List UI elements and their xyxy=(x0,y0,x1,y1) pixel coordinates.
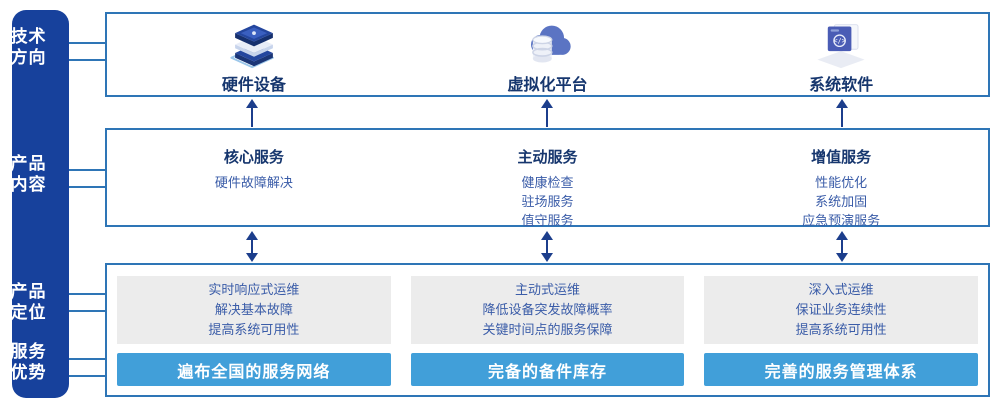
positioning-line: 深入式运维 xyxy=(808,282,874,297)
service-col-value-added: 增值服务 性能优化 系统加固 应急预演服务 xyxy=(694,130,988,228)
connector-line xyxy=(69,169,106,171)
service-advantage-bar: 完善的服务管理体系 xyxy=(704,353,979,386)
service-col-proactive: 主动服务 健康检查 驻场服务 值守服务 xyxy=(401,130,695,228)
positioning-description-box: 主动式运维 降低设备突发故障概率 关键时间点的服务保障 xyxy=(410,276,685,344)
service-item: 系统加固 xyxy=(815,194,868,209)
service-item: 值守服务 xyxy=(521,213,574,228)
tech-item-virtualization: 虚拟化平台 xyxy=(401,14,695,95)
positioning-line: 提高系统可用性 xyxy=(795,322,887,337)
tech-item-system-software: </> 系统软件 xyxy=(694,14,988,95)
connector-line xyxy=(69,59,106,61)
service-item: 性能优化 xyxy=(815,175,868,190)
software-window-icon: </> xyxy=(817,24,865,69)
service-item: 硬件故障解决 xyxy=(214,175,293,190)
positioning-line: 降低设备突发故障概率 xyxy=(482,302,613,317)
positioning-description-box: 深入式运维 保证业务连续性 提高系统可用性 xyxy=(704,276,979,344)
service-col-core: 核心服务 硬件故障解决 xyxy=(107,130,401,225)
connector-line xyxy=(69,42,106,44)
connector-line xyxy=(69,375,106,377)
service-item: 健康检查 xyxy=(521,175,574,190)
rail-label-product-positioning: 产品 定位 xyxy=(10,282,47,322)
service-advantage-bar: 遍布全国的服务网络 xyxy=(117,353,391,386)
positioning-line: 提高系统可用性 xyxy=(208,322,300,337)
tech-item-hardware: 硬件设备 xyxy=(107,14,401,95)
tech-item-label: 系统软件 xyxy=(809,77,874,94)
connector-line xyxy=(69,293,106,295)
svg-text:</>: </> xyxy=(834,37,846,45)
positioning-line: 解决基本故障 xyxy=(214,302,293,317)
service-item: 应急预演服务 xyxy=(802,213,881,228)
positioning-line: 主动式运维 xyxy=(515,282,581,297)
service-title: 增值服务 xyxy=(811,149,872,166)
positioning-line: 保证业务连续性 xyxy=(795,302,887,317)
service-title: 核心服务 xyxy=(223,149,284,166)
service-title: 主动服务 xyxy=(517,149,578,166)
service-item: 驻场服务 xyxy=(521,194,574,209)
rail-label-product-content: 产品 内容 xyxy=(10,154,47,194)
tech-item-label: 硬件设备 xyxy=(221,77,286,94)
positioning-line: 实时响应式运维 xyxy=(208,282,300,297)
connector-line xyxy=(69,358,106,360)
rail-label-tech-direction: 技术 方向 xyxy=(10,27,47,67)
up-arrow xyxy=(836,99,848,127)
positioning-col-indepth: 深入式运维 保证业务连续性 提高系统可用性 完善的服务管理体系 xyxy=(694,265,988,395)
product-content-panel: 核心服务 硬件故障解决 主动服务 健康检查 驻场服务 值守服务 增值服务 性能优… xyxy=(105,128,990,228)
double-arrow xyxy=(836,231,848,262)
tech-item-label: 虚拟化平台 xyxy=(507,77,588,94)
cloud-database-icon xyxy=(530,25,571,63)
positioning-col-realtime: 实时响应式运维 解决基本故障 提高系统可用性 遍布全国的服务网络 xyxy=(107,265,401,395)
positioning-col-proactive: 主动式运维 降低设备突发故障概率 关键时间点的服务保障 完备的备件库存 xyxy=(401,265,695,395)
up-arrow xyxy=(246,99,258,127)
rail-label-service-advantage: 服务 优势 xyxy=(10,342,47,382)
connector-line xyxy=(69,310,106,312)
product-positioning-panel: 实时响应式运维 解决基本故障 提高系统可用性 遍布全国的服务网络 主动式运维 降… xyxy=(105,263,990,397)
positioning-description-box: 实时响应式运维 解决基本故障 提高系统可用性 xyxy=(117,276,391,344)
service-advantage-bar: 完备的备件库存 xyxy=(410,353,685,386)
connector-line xyxy=(69,186,106,188)
up-arrow xyxy=(541,99,553,127)
double-arrow xyxy=(246,231,258,262)
double-arrow xyxy=(541,231,553,262)
server-stack-icon xyxy=(230,24,274,69)
positioning-line: 关键时间点的服务保障 xyxy=(482,322,613,337)
left-category-rail xyxy=(12,10,69,398)
tech-direction-panel: 硬件设备 虚拟化平台 </> xyxy=(105,12,990,97)
